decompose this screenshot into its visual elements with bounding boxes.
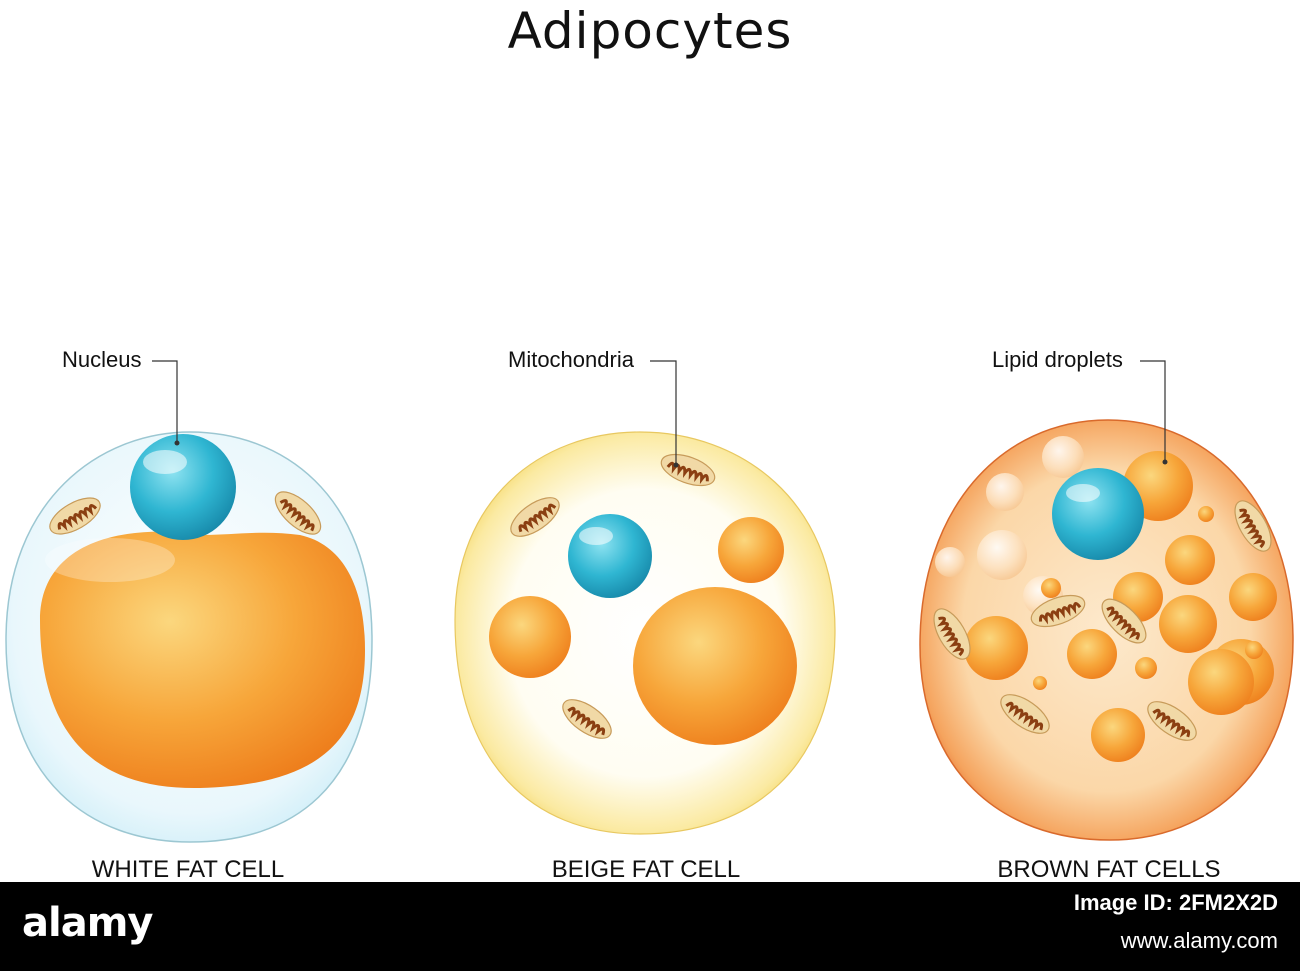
lipid-droplets-leader-line	[1140, 360, 1166, 462]
brand-logo: alamy	[22, 900, 153, 946]
stock-footer-bar: alamy Image ID: 2FM2X2D www.alamy.com	[0, 882, 1300, 971]
page-title: Adipocytes	[507, 2, 793, 60]
adipocytes-illustration	[5, 360, 1294, 843]
nucleus-shape	[1052, 468, 1144, 560]
mitochondria-label: Mitochondria	[508, 347, 634, 372]
nucleus-shape	[568, 514, 652, 598]
lipid-droplets-label: Lipid droplets	[992, 347, 1123, 372]
beige-fat-cell-caption: BEIGE FAT CELL	[551, 856, 741, 883]
beige-fat-cell	[454, 431, 836, 835]
nucleus-shape	[130, 434, 236, 540]
mitochondria-leader-line	[650, 360, 677, 465]
brown-fat-cells-caption: BROWN FAT CELLS	[997, 856, 1221, 883]
site-url-text: www.alamy.com	[1120, 928, 1278, 953]
image-id-text: Image ID: 2FM2X2D	[1073, 890, 1278, 915]
brown-fat-cell	[919, 419, 1294, 841]
white-fat-cell	[5, 431, 373, 843]
white-fat-cell-caption: WHITE FAT CELL	[91, 856, 285, 883]
nucleus-leader-line	[152, 360, 178, 443]
nucleus-label: Nucleus	[62, 347, 142, 372]
